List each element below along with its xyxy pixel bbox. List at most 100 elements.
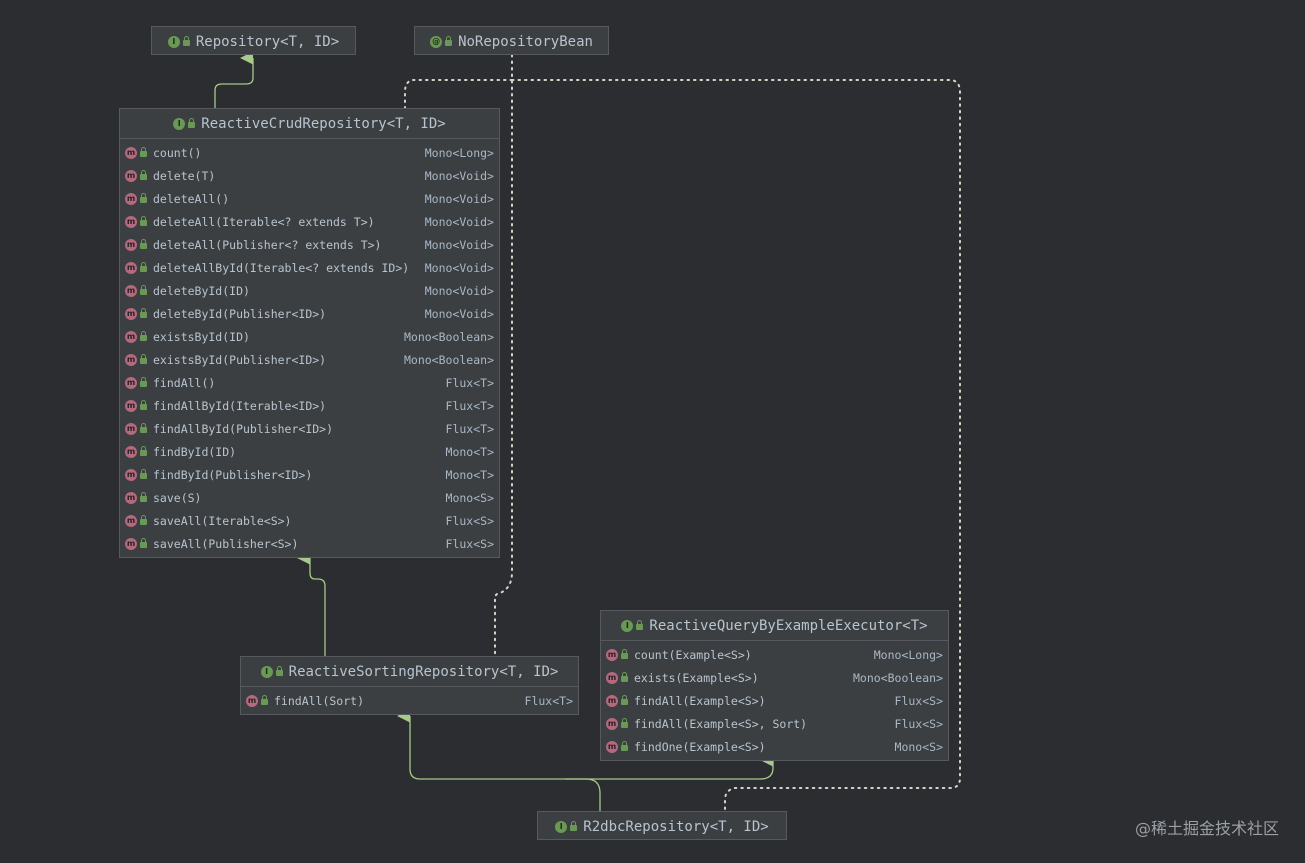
interface-icon: I — [555, 820, 568, 833]
edge-crud-extends-repository — [214, 51, 254, 108]
lock-icon — [140, 491, 147, 502]
method-name: saveAll(Iterable<S>) — [153, 513, 292, 528]
method-return-type: Mono<T> — [445, 444, 494, 459]
method-name: deleteById(Publisher<ID>) — [153, 306, 327, 321]
method-name: existsById(ID) — [153, 329, 250, 344]
method-name: deleteAllById(Iterable<? extends ID>) — [153, 260, 410, 275]
method-return-type: Flux<S> — [894, 693, 943, 708]
lock-icon — [140, 468, 147, 479]
lock-icon — [140, 353, 147, 364]
lock-icon — [621, 694, 628, 705]
method-icon: m — [125, 353, 137, 366]
lock-icon — [140, 238, 147, 249]
method-name: count(Example<S>) — [634, 647, 752, 662]
method-return-type: Flux<S> — [894, 716, 943, 731]
method-return-type: Mono<Boolean> — [403, 329, 494, 344]
edge-r2dbc-extends-qbe — [565, 753, 774, 780]
method-return-type: Mono<Void> — [424, 191, 494, 206]
method-row[interactable]: m findAll(Example<S>, Sort) Flux<S> — [601, 712, 948, 735]
method-return-type: Flux<T> — [445, 398, 494, 413]
method-icon: m — [606, 694, 618, 707]
method-icon: m — [125, 514, 137, 527]
edge-annotation-to-sorting — [494, 54, 513, 657]
edge-annotation-to-crud — [404, 79, 513, 109]
edge-sorting-extends-crud — [297, 551, 326, 656]
method-icon: m — [606, 717, 618, 730]
method-return-type: Mono<Void> — [424, 260, 494, 275]
method-return-type: Mono<S> — [445, 490, 494, 505]
method-return-type: Mono<Void> — [424, 237, 494, 252]
method-name: deleteAll(Iterable<? extends T>) — [153, 214, 375, 229]
method-icon: m — [125, 146, 137, 159]
node-title: ReactiveCrudRepository<T, ID> — [201, 115, 446, 132]
node-title: NoRepositoryBean — [458, 33, 593, 50]
method-icon: m — [125, 422, 137, 435]
method-icon: m — [125, 399, 137, 412]
lock-icon — [188, 117, 196, 128]
node-title: ReactiveQueryByExampleExecutor<T> — [649, 617, 928, 634]
lock-icon — [261, 694, 268, 705]
method-icon: m — [125, 284, 137, 297]
edge-annotation-to-r2dbc — [511, 79, 961, 812]
annotation-icon: @ — [430, 35, 443, 48]
method-return-type: Mono<Void> — [424, 283, 494, 298]
node-no-repository-bean[interactable]: @ NoRepositoryBean — [414, 26, 609, 55]
method-return-type: Mono<Long> — [424, 145, 494, 160]
lock-icon — [621, 740, 628, 751]
lock-icon — [140, 307, 147, 318]
method-row[interactable]: m existsById(ID) Mono<Boolean> — [120, 325, 499, 348]
method-return-type: Mono<S> — [894, 739, 943, 754]
lock-icon — [140, 261, 147, 272]
method-name: findById(Publisher<ID>) — [153, 467, 313, 482]
method-name: delete(T) — [153, 168, 216, 183]
method-name: saveAll(Publisher<S>) — [153, 536, 299, 551]
lock-icon — [182, 35, 190, 46]
method-name: deleteAll() — [153, 191, 230, 206]
node-r2dbc-repository[interactable]: I R2dbcRepository<T, ID> — [537, 811, 787, 840]
method-name: findById(ID) — [153, 444, 237, 459]
method-name: deleteAll(Publisher<? extends T>) — [153, 237, 382, 252]
method-return-type: Mono<Void> — [424, 306, 494, 321]
method-icon: m — [125, 215, 137, 228]
lock-icon — [140, 215, 147, 226]
node-title: ReactiveSortingRepository<T, ID> — [288, 663, 559, 680]
lock-icon — [140, 445, 147, 456]
method-name: findAll() — [153, 375, 216, 390]
method-return-type: Mono<Long> — [873, 647, 943, 662]
node-repository[interactable]: I Repository<T, ID> — [151, 26, 356, 55]
method-name: findAll(Example<S>, Sort) — [634, 716, 808, 731]
method-icon: m — [125, 468, 137, 481]
lock-icon — [140, 146, 147, 157]
method-icon: m — [606, 740, 618, 753]
method-icon: m — [125, 330, 137, 343]
